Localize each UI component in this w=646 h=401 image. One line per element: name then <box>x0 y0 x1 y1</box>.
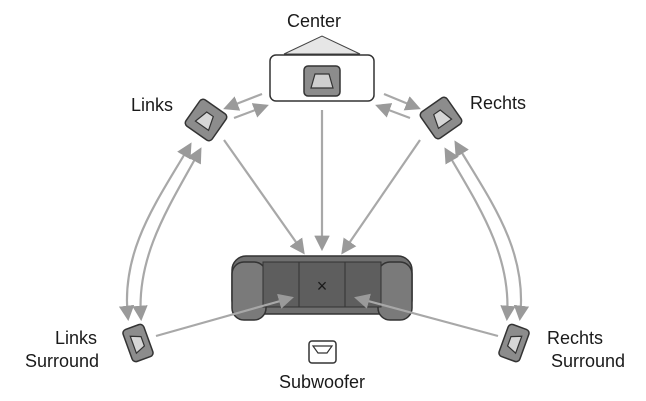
left-surround-label-line2: Surround <box>25 351 99 371</box>
arrow-left-to-listener <box>223 139 305 255</box>
arrow-center-right-a <box>383 92 421 111</box>
arrow-right-to-listener <box>341 139 421 255</box>
arrow-right-surround-to-listener <box>354 293 499 338</box>
arc-left-inner <box>132 147 202 322</box>
listener-position-mark: × <box>317 276 328 296</box>
left-label: Links <box>131 95 173 115</box>
arrow-center-left-a <box>223 92 263 111</box>
center-label: Center <box>287 11 341 31</box>
right-surround-label-line1: Rechts <box>547 328 603 348</box>
arc-right-outer <box>454 140 530 322</box>
arrow-center-left-b <box>233 103 269 120</box>
center-speaker <box>269 35 375 102</box>
right-label: Rechts <box>470 93 526 113</box>
arrow-left-surround-to-listener <box>155 293 294 338</box>
arc-left-outer <box>118 142 192 322</box>
right-speaker <box>419 96 463 140</box>
left-surround-speaker <box>122 323 154 363</box>
subwoofer-label: Subwoofer <box>279 372 365 392</box>
arc-right-inner <box>444 147 516 322</box>
direction-arrows <box>118 92 530 338</box>
left-surround-label-line1: Links <box>55 328 97 348</box>
arrow-center-right-b <box>375 103 411 120</box>
subwoofer-speaker <box>308 340 337 364</box>
right-surround-label-line2: Surround <box>551 351 625 371</box>
left-speaker <box>184 98 228 142</box>
right-surround-speaker <box>498 323 530 363</box>
